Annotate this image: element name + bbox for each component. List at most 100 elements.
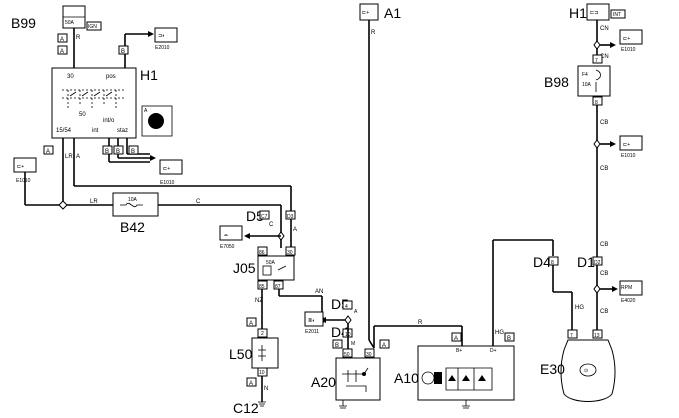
label-b98: B98: [544, 74, 569, 90]
wire-a: A: [354, 309, 358, 315]
label-c12: C12: [233, 400, 259, 416]
fuse-b98: F4 10A B98: [544, 65, 611, 97]
label-h1-top: H1: [569, 5, 587, 21]
h1-term-15-54: 15/54: [56, 128, 72, 134]
wire-nz: NZ: [255, 298, 263, 304]
fuse-b98-id: F4: [582, 72, 588, 78]
lamp-icon: ⊐◐: [158, 33, 165, 39]
pin-4: 4: [345, 304, 348, 310]
wire-r: R: [371, 30, 376, 36]
ref-e1010-mid-box: [619, 135, 643, 151]
label-a1: A1: [384, 5, 401, 21]
pin-7: 7: [595, 58, 598, 64]
wire-cb: CB: [600, 120, 608, 126]
relay-j05: 50A J05: [233, 255, 295, 281]
label-b42: B42: [120, 219, 145, 235]
h1-term-50: 50: [79, 112, 86, 118]
conn-a: A: [46, 149, 50, 155]
tag-int: INT: [613, 12, 621, 18]
wire-cb: CB: [600, 271, 608, 277]
label-l50: L50: [229, 346, 253, 362]
label-b99: B99: [11, 15, 36, 31]
conn-b: B: [507, 336, 511, 342]
pin-d3: D3: [287, 214, 294, 220]
battery-icon: ⊏+: [163, 166, 170, 172]
wire-cb: CB: [600, 242, 608, 248]
label-e30: E30: [540, 361, 565, 377]
pin-13: 13: [594, 333, 600, 339]
label-a20: A20: [311, 374, 336, 390]
pin-87: 87: [275, 284, 281, 290]
heater-icon: ⌓: [224, 232, 228, 238]
pin-10: 10: [259, 370, 265, 376]
switch-icon: ⊏⊐: [590, 10, 598, 16]
wire-hg: HG: [575, 305, 584, 311]
pin-85: 85: [259, 284, 265, 290]
label-a10: A10: [394, 370, 419, 386]
ignition-key-icon: [148, 113, 164, 129]
wire-an: AN: [315, 289, 323, 295]
ground-icon: [258, 401, 266, 407]
pin-8: 8: [551, 260, 554, 266]
pin-30: 30: [366, 352, 372, 358]
starter-a20: A20: [311, 357, 381, 401]
label-d4: D4: [533, 254, 551, 270]
pin-30: 30: [287, 250, 293, 256]
ref-e2010: E2010: [155, 45, 170, 51]
key-pos-a: A: [144, 108, 148, 114]
ref-e4020: E4020: [621, 298, 636, 304]
fuse-b99-rating: 50A: [65, 20, 75, 26]
tag-ign: IGN: [88, 24, 97, 30]
wire-cn: CN: [600, 54, 609, 60]
alternator-a10: B+ D+ A10: [394, 345, 515, 401]
wire-a: A: [293, 227, 297, 233]
conn-b: B: [105, 149, 109, 155]
ref-e7050-box: [219, 225, 243, 241]
fuse-b99: 50A B99 IGN: [11, 5, 102, 31]
conn-a: A: [382, 343, 386, 349]
wire-cb: CB: [600, 166, 608, 172]
ignition-switch-h1: 30 pos 50 15/54 int int/o staz H1 A: [51, 67, 173, 139]
wire-hg: HG: [495, 330, 504, 336]
wire-a: A: [76, 154, 80, 160]
conn-a: A: [249, 381, 253, 387]
label-h1: H1: [140, 67, 158, 83]
wire-c: C: [196, 199, 201, 205]
ref-e1010-mid: E1010: [621, 153, 636, 159]
ref-e1010-left: E1010: [16, 178, 31, 184]
glow-lamp-icon: ≣◐: [308, 315, 315, 324]
conn-b: B: [121, 49, 125, 55]
ground-icon: [462, 400, 470, 409]
pin-50: 50: [344, 352, 350, 358]
h1-term-int-o: int/o: [103, 118, 115, 124]
pin-d2: D2: [594, 260, 601, 266]
ref-e1010-box: [159, 159, 183, 175]
fuse-b42: 10A B42: [112, 192, 159, 235]
ref-e1010-top: E1010: [621, 47, 636, 53]
label-d1: D1: [577, 254, 595, 270]
label-j05: J05: [233, 260, 256, 276]
ref-e1010: E1010: [160, 180, 175, 186]
wire-lr: LR: [65, 154, 73, 160]
wire-r: R: [76, 35, 81, 41]
h1-term-pos: pos: [106, 74, 116, 80]
h1-term-int: int: [92, 128, 99, 134]
engine-icon: ⊙: [584, 368, 588, 374]
pin-d-plus: D+: [490, 348, 497, 354]
battery-icon: ⊏+: [623, 142, 630, 148]
battery-icon: ⊏+: [17, 164, 24, 170]
pin-86: 86: [259, 250, 265, 256]
pin-7: 7: [570, 333, 573, 339]
wire-r: R: [418, 320, 423, 326]
ref-e2011: E2011: [305, 329, 319, 335]
glow-plug-l50: L50: [229, 337, 279, 369]
tag-rpm: RPM: [621, 285, 632, 291]
h1-term-staz: staz: [117, 128, 128, 134]
relay-j05-rating: 50A: [266, 260, 276, 266]
conn-a: A: [249, 321, 253, 327]
wire-lr: LR: [90, 199, 98, 205]
wire-c: C: [269, 222, 274, 228]
pin-b-plus: B+: [456, 348, 462, 354]
pin-2: 2: [261, 331, 264, 337]
